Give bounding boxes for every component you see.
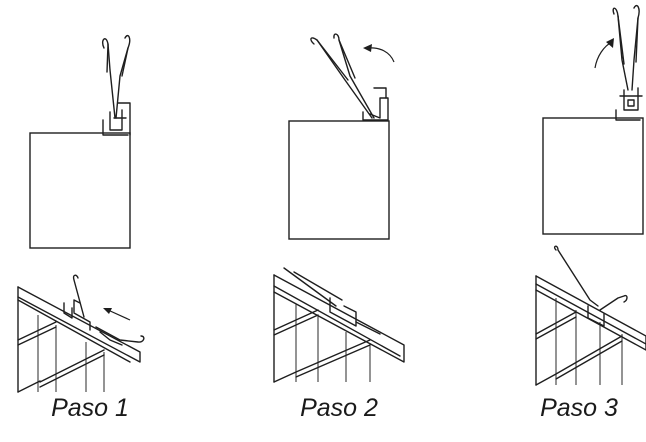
step-2-panel [288,120,390,240]
step-1-beam-perspective [17,274,145,393]
step-3-beam-perspective [535,245,646,386]
step-3-figure [535,4,646,386]
step-1-clip-tool [101,34,131,136]
step-3-clip-tool [612,4,643,121]
step-2-arrow [363,44,395,63]
step-3-label: Paso 3 [540,394,618,422]
step-1-label: Paso 1 [51,394,129,422]
step-1-figure [17,34,145,393]
step-3-arrow [594,38,614,69]
step-2-beam-perspective [273,267,405,383]
step-1-arrow [103,308,131,321]
step-2-clip-tool [310,33,389,121]
step-1-panel [29,132,131,249]
step-3-panel [542,117,644,235]
step-2-label: Paso 2 [300,394,378,422]
step-2-figure [273,33,405,383]
